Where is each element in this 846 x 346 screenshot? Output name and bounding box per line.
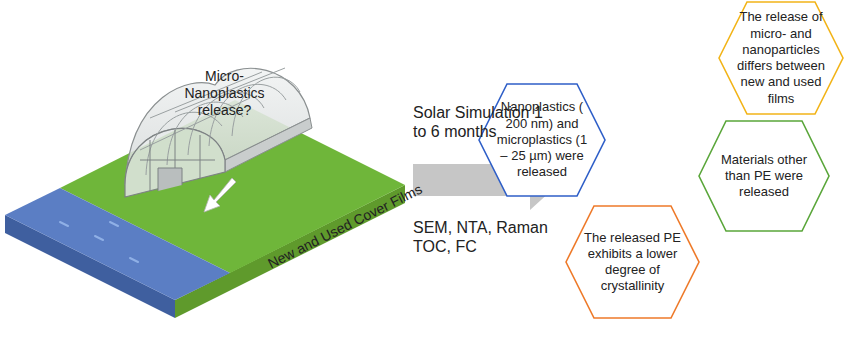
finding-text: The released PE exhibits a lower degree … [579,230,687,295]
release-arrow [204,178,236,212]
process-label: Solar Simulation 1 to 6 months [413,103,548,141]
finding-hexagon: Materials other than PE were released [698,120,830,232]
greenhouse [125,68,312,197]
fish [60,222,138,262]
finding-text: The release of micro- and nanoparticles … [731,9,831,107]
finding-hexagon: The released PE exhibits a lower degree … [565,205,700,319]
illustration-label: Micro- Nanoplastics release? [177,68,272,118]
finding-hexagon: The release of micro- and nanoparticles … [718,1,844,115]
water-top [5,188,230,300]
method-label: SEM, NTA, Raman TOC, FC [413,218,548,256]
finding-text: Materials other than PE were released [715,152,813,201]
finding-hexagon: Nanoplastics ( 200 nm) and microplastics… [478,83,606,197]
